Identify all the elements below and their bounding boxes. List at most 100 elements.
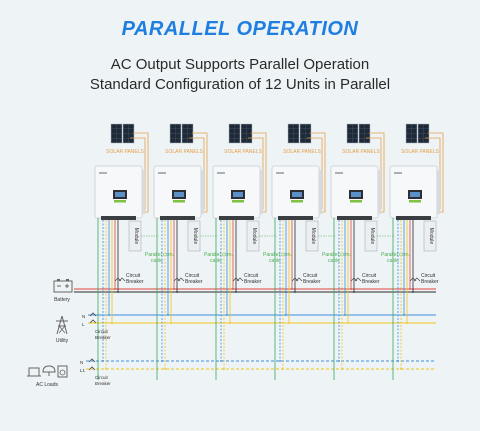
breaker-label-2: Breaker	[126, 279, 144, 285]
utility-neutral-label: N	[82, 314, 85, 319]
breaker-label-1: Circuit	[362, 273, 377, 279]
inverter-screen	[351, 192, 361, 197]
inverter-status-bar	[409, 200, 421, 203]
parallel-cable-label-1: Parallel com.	[204, 252, 233, 258]
breaker-label-1: Circuit	[303, 273, 318, 279]
junction-dot	[164, 368, 166, 370]
junction-dot	[412, 291, 414, 293]
loads-line-label: L1	[80, 368, 86, 373]
inverter-logo	[394, 172, 402, 174]
solar-panels-label: SOLAR PANELS	[165, 149, 203, 155]
junction-dot	[108, 314, 110, 316]
loads-breaker-label-2: Breaker	[95, 381, 111, 386]
junction-dot	[229, 322, 231, 324]
battery-label: Battery	[54, 297, 70, 303]
junction-dot	[161, 360, 163, 362]
module-label: Module	[133, 228, 139, 245]
solar-panels-label: SOLAR PANELS	[401, 149, 439, 155]
solar-panels-label: SOLAR PANELS	[342, 149, 380, 155]
junction-dot	[338, 360, 340, 362]
breaker-label-1: Circuit	[126, 273, 141, 279]
inverter-side	[437, 170, 440, 214]
breaker-icon	[295, 277, 303, 282]
parallel-cable-label-1: Parallel com.	[145, 252, 174, 258]
utility-label: Utility	[56, 338, 69, 344]
junction-dot	[220, 360, 222, 362]
junction-dot	[282, 368, 284, 370]
breaker-icon	[354, 277, 362, 282]
inverter-logo	[217, 172, 225, 174]
subtitle-line-2: Standard Configuration of 12 Units in Pa…	[89, 76, 391, 93]
junction-dot	[353, 291, 355, 293]
breaker-label-2: Breaker	[303, 279, 321, 285]
solar-panels-label: SOLAR PANELS	[283, 149, 321, 155]
breaker-icon	[413, 277, 421, 282]
parallel-cable-label-1: Parallel com.	[322, 252, 351, 258]
module-label: Module	[310, 228, 316, 245]
inverter-side	[260, 170, 263, 214]
junction-dot	[223, 368, 225, 370]
breaker-label-2: Breaker	[244, 279, 262, 285]
inverter-logo	[158, 172, 166, 174]
subtitle-line-1: AC Output Supports Parallel Operation	[110, 56, 370, 73]
inverter-screen	[233, 192, 243, 197]
junction-dot	[117, 291, 119, 293]
inverter-status-bar	[232, 200, 244, 203]
junction-dot	[111, 322, 113, 324]
module-label: Module	[192, 228, 198, 245]
junction-dot	[102, 360, 104, 362]
breaker-icon	[118, 277, 126, 282]
breaker-icon	[177, 277, 185, 282]
utility-breaker-icon	[89, 312, 97, 324]
junction-dot	[176, 291, 178, 293]
utility-breaker-label-2: Breaker	[95, 335, 111, 340]
breaker-label-2: Breaker	[421, 279, 439, 285]
parallel-cable-label-1: Parallel com.	[263, 252, 292, 258]
parallel-cable-label-1: Parallel com.	[381, 252, 410, 258]
junction-dot	[406, 322, 408, 324]
inverter-side	[142, 170, 145, 214]
breaker-label-1: Circuit	[421, 273, 436, 279]
breaker-label-2: Breaker	[362, 279, 380, 285]
inverter-side	[201, 170, 204, 214]
utility-breaker-label-1: Circuit	[95, 329, 109, 334]
inverter-terminal-block	[396, 216, 431, 220]
inverter-side	[319, 170, 322, 214]
inverter-status-bar	[173, 200, 185, 203]
junction-dot	[403, 314, 405, 316]
junction-dot	[409, 288, 411, 290]
junction-dot	[400, 368, 402, 370]
inverter-status-bar	[291, 200, 303, 203]
inverter-terminal-block	[160, 216, 195, 220]
breaker-label-1: Circuit	[244, 273, 259, 279]
junction-dot	[232, 288, 234, 290]
utility-tower-icon	[56, 315, 68, 335]
inverter-logo	[276, 172, 284, 174]
inverter-screen	[115, 192, 125, 197]
junction-dot	[288, 322, 290, 324]
battery-icon	[53, 279, 73, 293]
module-label: Module	[369, 228, 375, 245]
junction-dot	[226, 314, 228, 316]
junction-dot	[294, 291, 296, 293]
junction-dot	[347, 322, 349, 324]
inverter-screen	[174, 192, 184, 197]
junction-dot	[105, 368, 107, 370]
junction-dot	[173, 288, 175, 290]
inverter-terminal-block	[278, 216, 313, 220]
loads-breaker-icon	[88, 358, 96, 371]
breaker-icon	[236, 277, 244, 282]
ac-loads-icon	[27, 365, 68, 378]
inverter-terminal-block	[337, 216, 372, 220]
inverter-status-bar	[350, 200, 362, 203]
junction-dot	[350, 288, 352, 290]
inverter-terminal-block	[219, 216, 254, 220]
inverter-status-bar	[114, 200, 126, 203]
junction-dot	[344, 314, 346, 316]
junction-dot	[235, 291, 237, 293]
inverter-screen	[292, 192, 302, 197]
breaker-label-1: Circuit	[185, 273, 200, 279]
